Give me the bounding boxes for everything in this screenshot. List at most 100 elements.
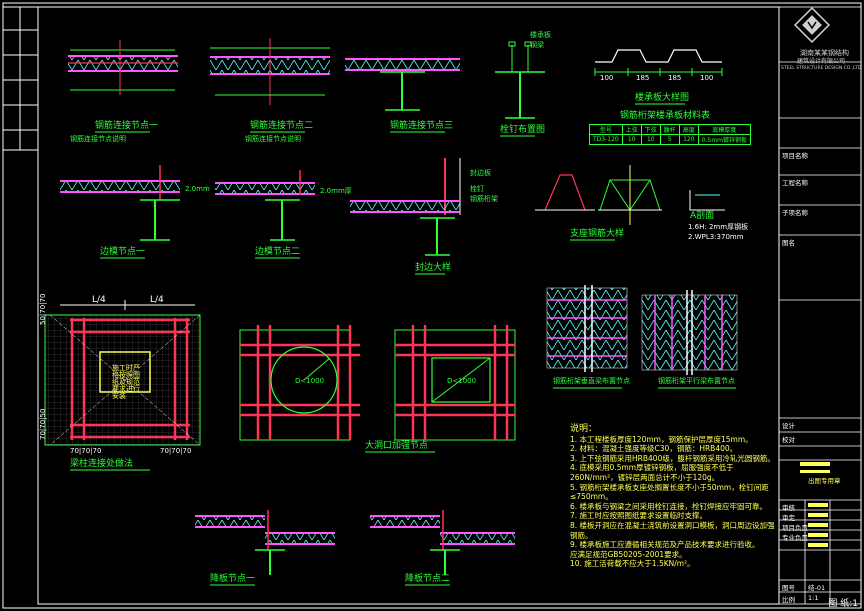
- table-cell: 0.5mm镀锌钢板: [697, 134, 752, 145]
- detail-truss-perpendicular: [546, 285, 628, 372]
- a-section-note: 2.WPL3:370mm: [688, 233, 744, 241]
- detail-rebar-node-1: [68, 40, 178, 95]
- company-name: 湖南某某钢结构: [800, 49, 849, 57]
- tb-field: 图号: [782, 584, 795, 592]
- material-table: 型号 上弦 下弦 腹杆 高度 底模厚度 TD3-120 10 10 5 120 …: [589, 124, 752, 145]
- detail-rebar-node-3: [345, 58, 460, 111]
- detail-title: 钢筋桁架平行梁布置节点: [658, 377, 735, 385]
- detail-a-section: [689, 190, 725, 211]
- table-header: 下弦: [640, 124, 661, 135]
- detail-rebar-node-2: [210, 38, 330, 105]
- note-item: 9. 楼承板施工应遵循相关规范及产品技术要求进行验收。: [570, 540, 760, 550]
- table-cell: TD3-120: [589, 134, 623, 145]
- company-logo: [793, 6, 831, 44]
- note-item: 4. 底模采用0.5mm厚镀锌钢板，屈服强度不低于260N/mm²，镀锌层两面总…: [570, 463, 734, 482]
- table-cell: 5: [659, 134, 680, 145]
- detail-deck-profile: [594, 49, 723, 76]
- a-section-note: 1.6H: 2mm厚钢板: [688, 223, 749, 231]
- note-item: 6. 楼承板与钢梁之间采用栓钉连接，栓钉焊接应牢固可靠。: [570, 501, 768, 511]
- detail-title: 大洞口加强节点: [365, 441, 429, 451]
- tb-field: 比例: [782, 596, 795, 604]
- dim-label: L/4: [150, 295, 164, 305]
- detail-title: 钢筋连接节点三: [390, 121, 454, 131]
- note-item: 10. 施工活荷载不应大于1.5KN/m²。: [570, 559, 695, 569]
- leader-label: 钢梁: [530, 41, 544, 49]
- detail-large-hole-1: [239, 325, 360, 441]
- detail-title: 降板节点二: [405, 574, 451, 584]
- note-item: 8. 楼板开洞应在混凝土浇筑前设置洞口模板，洞口周边设加强钢筋。: [570, 520, 775, 540]
- detail-beam-column-plan: [44, 300, 201, 446]
- note-item: 3. 上下弦钢筋采用HRB400级，腹杆钢筋采用冷轧光圆钢筋。: [570, 453, 775, 463]
- dim-label: 185: [636, 74, 650, 82]
- detail-title: 栓钉布置图: [500, 125, 546, 135]
- notes-title: 说明：: [570, 424, 598, 434]
- detail-step-down-1: [195, 510, 335, 575]
- leader-label: 栓钉: [470, 185, 484, 193]
- detail-title: 钢筋桁架楼承板材料表: [620, 111, 711, 121]
- detail-large-hole-2: [394, 325, 516, 441]
- sheet-number: 结-01: [808, 584, 826, 592]
- stamp-bar: [800, 470, 830, 473]
- detail-step-down-2: [370, 510, 515, 575]
- table-header: 高度: [678, 124, 699, 135]
- detail-title: 支座钢筋大样: [570, 229, 625, 239]
- detail-note: 钢筋连接节点说明: [245, 135, 301, 143]
- dim-label: 100: [600, 74, 614, 82]
- detail-title: 楼承板大样图: [635, 93, 690, 103]
- table-cell: 120: [678, 134, 699, 145]
- note-item: 7. 施工时应按照图纸要求设置临时支撑。: [570, 511, 708, 521]
- hole-label: D<1000: [295, 377, 325, 385]
- leader-label: 2.0mm厚: [320, 187, 352, 195]
- leader-label: 钢筋桁架: [470, 195, 498, 203]
- tb-field: 图名: [782, 239, 795, 247]
- tb-field: 审定: [782, 514, 795, 522]
- dim-label: L/4: [92, 295, 106, 305]
- company-en: STEEL STRUCTURE DESIGN CO.,LTD: [781, 66, 862, 71]
- sheet-footer: 图 纸:1: [828, 599, 858, 609]
- detail-stud-layout: [495, 41, 545, 119]
- detail-title: 钢筋桁架垂直梁布置节点: [553, 377, 630, 385]
- dim-label: 70|70|50: [39, 408, 47, 440]
- detail-title: 梁柱连接处做法: [70, 459, 134, 469]
- scale-value: 1:1: [808, 594, 819, 602]
- title-block-frame: [778, 6, 862, 605]
- detail-title: A剖面: [690, 211, 715, 221]
- detail-title: 边模节点二: [255, 247, 301, 257]
- detail-title: 钢筋连接节点二: [250, 121, 314, 131]
- dim-label: 70|70|70: [160, 447, 192, 455]
- tb-field: 校对: [782, 436, 795, 444]
- detail-support-rebar: [535, 165, 662, 225]
- table-header: 型号: [589, 124, 623, 135]
- stamp-label: 出图专用章: [808, 477, 841, 485]
- table-header: 上弦: [621, 124, 642, 135]
- detail-title: 降板节点一: [210, 574, 256, 584]
- detail-title: 钢筋连接节点一: [95, 121, 159, 131]
- table-cell: 10: [640, 134, 661, 145]
- leader-label: 封边板: [470, 169, 491, 177]
- note-item: 2. 材料：混凝土强度等级C30，钢筋：HRB400。: [570, 444, 738, 454]
- note-item: 5. 钢筋桁架楼承板支座处搁置长度不小于50mm，栓钉间距≤750mm。: [570, 482, 769, 502]
- stamp-bar: [800, 462, 830, 466]
- general-notes: 说明： 1. 本工程楼板厚度120mm，钢筋保护层厚度15mm。 2. 材料：混…: [570, 424, 775, 569]
- detail-truss-parallel: [641, 290, 738, 375]
- dim-label: 50|70|70: [39, 293, 47, 325]
- detail-title: 边模节点一: [100, 247, 146, 257]
- detail-edge-form-1: [60, 165, 180, 241]
- hole-label: D<1000: [447, 377, 477, 385]
- tb-field: 工程名称: [782, 179, 808, 187]
- tb-field: 审核: [782, 504, 795, 512]
- table-cell: 10: [621, 134, 642, 145]
- leader-label: 楼承板: [530, 31, 551, 39]
- tb-field: 设计: [782, 422, 795, 430]
- dim-label: 100: [700, 74, 714, 82]
- detail-edge-form-2: [215, 170, 315, 241]
- company-name: 建筑设计有限公司: [797, 58, 846, 65]
- tb-field: 专业负责: [782, 534, 808, 542]
- plan-note: 施工时严格按照图纸及规范要求进行安装: [112, 364, 140, 400]
- tb-field: 项目负责: [782, 524, 808, 532]
- note-item: 应满足规范GB50205-2001要求。: [570, 549, 687, 559]
- tb-field: 子项名称: [782, 209, 808, 217]
- table-header: 腹杆: [659, 124, 680, 135]
- tb-field: 项目名称: [782, 152, 808, 160]
